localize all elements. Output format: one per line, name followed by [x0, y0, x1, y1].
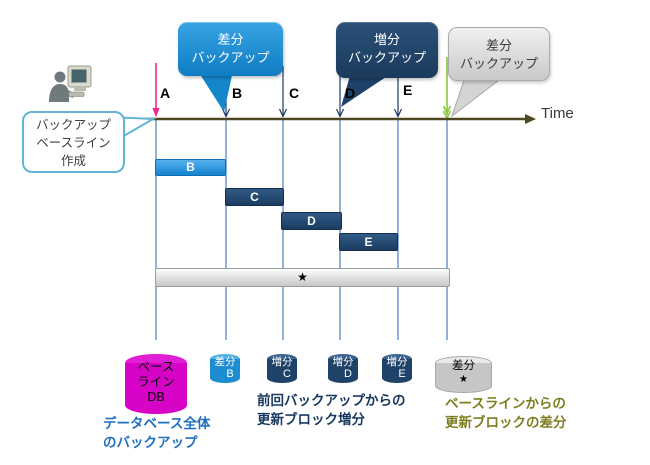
- vertical-guide-lines: [155, 120, 448, 340]
- pink-arrowhead: [152, 108, 160, 118]
- incr-d-line2: D: [344, 368, 352, 380]
- keyboard-icon: [68, 91, 85, 97]
- differential-backup-bubble-1: 差分 バックアップ: [178, 22, 283, 76]
- green-arrowhead-1: [442, 105, 452, 115]
- tick-arrowhead-b: [221, 108, 231, 118]
- bar-e: E: [339, 233, 398, 251]
- cylinder-body: [125, 363, 187, 414]
- baseline-line3: DB: [147, 390, 165, 404]
- bar-differential-star: ★: [155, 268, 450, 287]
- diff-star-cylinder: 差分 ★: [435, 356, 492, 393]
- bubble1-line2: バックアップ: [191, 50, 270, 65]
- tick-label-a: A: [160, 85, 171, 101]
- incr-e-cylinder: 増分 E: [382, 354, 412, 383]
- diff-star-line2: ★: [459, 374, 468, 385]
- person-head-icon: [54, 71, 66, 83]
- timeline-axis: [137, 114, 536, 124]
- pink-baseline-arrow: [152, 63, 160, 118]
- person-body-icon: [49, 84, 69, 102]
- caption-full-backup-line2: のバックアップ: [103, 435, 198, 450]
- caption-differential-note: ベースラインからの 更新ブロックの差分: [445, 394, 567, 432]
- navy-bubble-tail: [341, 72, 389, 107]
- monitor-stand-icon: [74, 87, 86, 91]
- tick-label-e: E: [403, 82, 413, 98]
- baseline-line1: ベース: [137, 360, 175, 374]
- tick-label-c: C: [289, 85, 300, 101]
- bubble1-line1: 差分: [217, 32, 244, 47]
- incr-c-line2: C: [283, 368, 291, 380]
- caption-incremental-line1: 前回バックアップからの: [257, 393, 406, 408]
- incr-d-cylinder: 増分 D: [328, 354, 358, 383]
- baseline-line2: ライン: [137, 375, 175, 389]
- callout-line2: ベースライン: [36, 136, 111, 150]
- incremental-backup-bubble: 増分 バックアップ: [336, 22, 438, 78]
- incr-e-label: 増分 E: [382, 356, 412, 380]
- blue-bubble-tail: [196, 68, 233, 112]
- bubble3-line1: 差分: [485, 38, 512, 53]
- diff-star-label: 差分 ★: [435, 359, 492, 387]
- cylinder-body: [328, 359, 358, 383]
- callout-line3: 作成: [60, 154, 86, 168]
- cylinder-body: [210, 359, 240, 383]
- bar-c: C: [225, 188, 284, 206]
- baseline-callout: バックアップ ベースライン 作成: [22, 111, 125, 173]
- baseline-db-label: ベース ライン DB: [125, 360, 187, 405]
- tick-arrowhead-c: [278, 108, 288, 118]
- differential-backup-bubble-2: 差分 バックアップ: [448, 27, 550, 81]
- incr-d-line1: 増分: [332, 356, 354, 368]
- bubble2-line1: 増分: [373, 32, 400, 47]
- caption-differential-line1: ベースラインからの: [445, 396, 566, 411]
- caption-full-backup: データベース全体 のバックアップ: [103, 414, 210, 452]
- diff-b-line2: B: [226, 368, 234, 380]
- caption-incremental-line2: 更新ブロック増分: [257, 412, 365, 427]
- bubble3-line2: バックアップ: [459, 56, 538, 71]
- monitor-screen-icon: [71, 69, 87, 83]
- bubble2-line2: バックアップ: [347, 50, 426, 65]
- operator-computer-icon: [49, 65, 92, 102]
- callout-line1: バックアップ: [35, 118, 111, 132]
- incr-c-cylinder: 増分 C: [267, 354, 297, 383]
- cylinder-body: [382, 359, 412, 383]
- timeline-arrowhead: [525, 114, 536, 124]
- diff-b-label: 差分 B: [210, 356, 240, 380]
- cylinder-body: [435, 363, 492, 393]
- incr-e-line1: 増分: [386, 356, 408, 368]
- tick-arrowhead-d: [335, 108, 345, 118]
- diff-b-cylinder: 差分 B: [210, 354, 240, 383]
- incr-e-line2: E: [398, 368, 406, 380]
- bar-b: B: [155, 159, 226, 176]
- incr-c-label: 増分 C: [267, 356, 297, 380]
- tick-label-d: D: [345, 85, 356, 101]
- incr-c-line1: 増分: [271, 356, 293, 368]
- caption-differential-line2: 更新ブロックの差分: [445, 415, 567, 430]
- caption-incremental-note: 前回バックアップからの 更新ブロック増分: [257, 391, 406, 429]
- caption-full-backup-line1: データベース全体: [103, 416, 211, 431]
- incr-d-label: 増分 D: [328, 356, 358, 380]
- diff-b-line1: 差分: [214, 356, 236, 368]
- bar-d: D: [281, 212, 342, 230]
- time-axis-label: Time: [541, 105, 574, 122]
- tick-arrowhead-e: [393, 108, 403, 118]
- cylinder-body: [267, 359, 297, 383]
- diff-star-line1: 差分: [452, 360, 475, 372]
- baseline-db-cylinder: ベース ライン DB: [125, 354, 187, 414]
- tick-label-b: B: [232, 85, 243, 101]
